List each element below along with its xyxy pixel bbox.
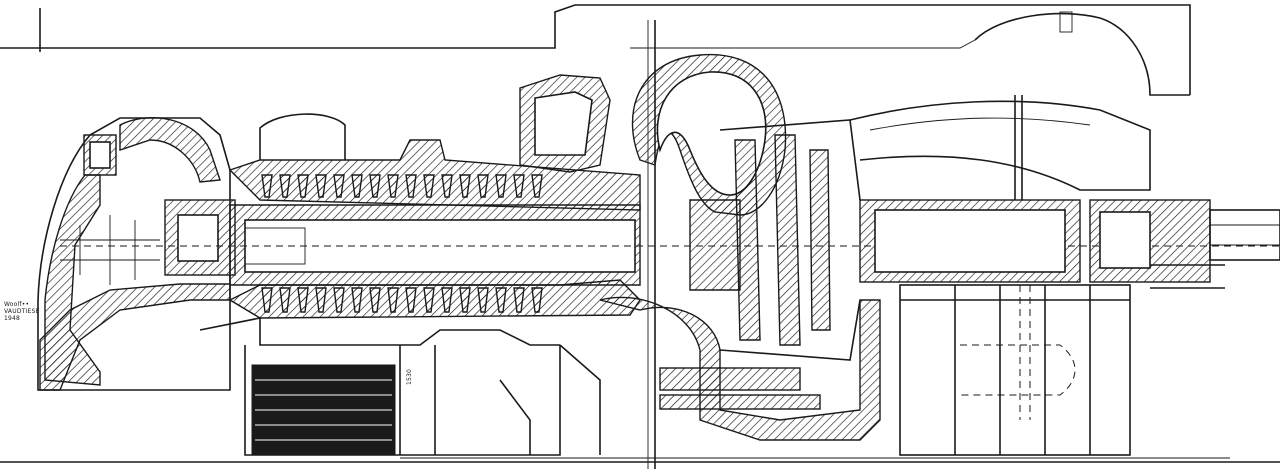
stamp-line-2: VAUDTIESE: [4, 308, 40, 315]
oil-cooler-block: [251, 364, 396, 456]
output-shaft-assembly: [859, 199, 1280, 289]
compressor-blades-upper: [261, 174, 543, 198]
turbine-rotor: [689, 119, 861, 361]
compressor-blades-lower: [261, 287, 543, 313]
starter-motor-housing: [37, 117, 236, 391]
drawing-stamp: Woolf•• VAUDTIESE 1948: [4, 301, 39, 322]
exhaust-lower-scroll: [599, 296, 881, 441]
stamp-line-1: Woolf••: [4, 301, 30, 308]
enclosure-outline: [0, 4, 1191, 96]
stamp-line-3: 1948: [4, 315, 21, 322]
compressor-rotor-drum: [60, 204, 1280, 286]
exhaust-duct: [849, 95, 1151, 200]
central-support-pedestal: [244, 344, 601, 456]
right-support-frame: [899, 284, 1131, 456]
dimension-label: 1530: [406, 368, 413, 385]
